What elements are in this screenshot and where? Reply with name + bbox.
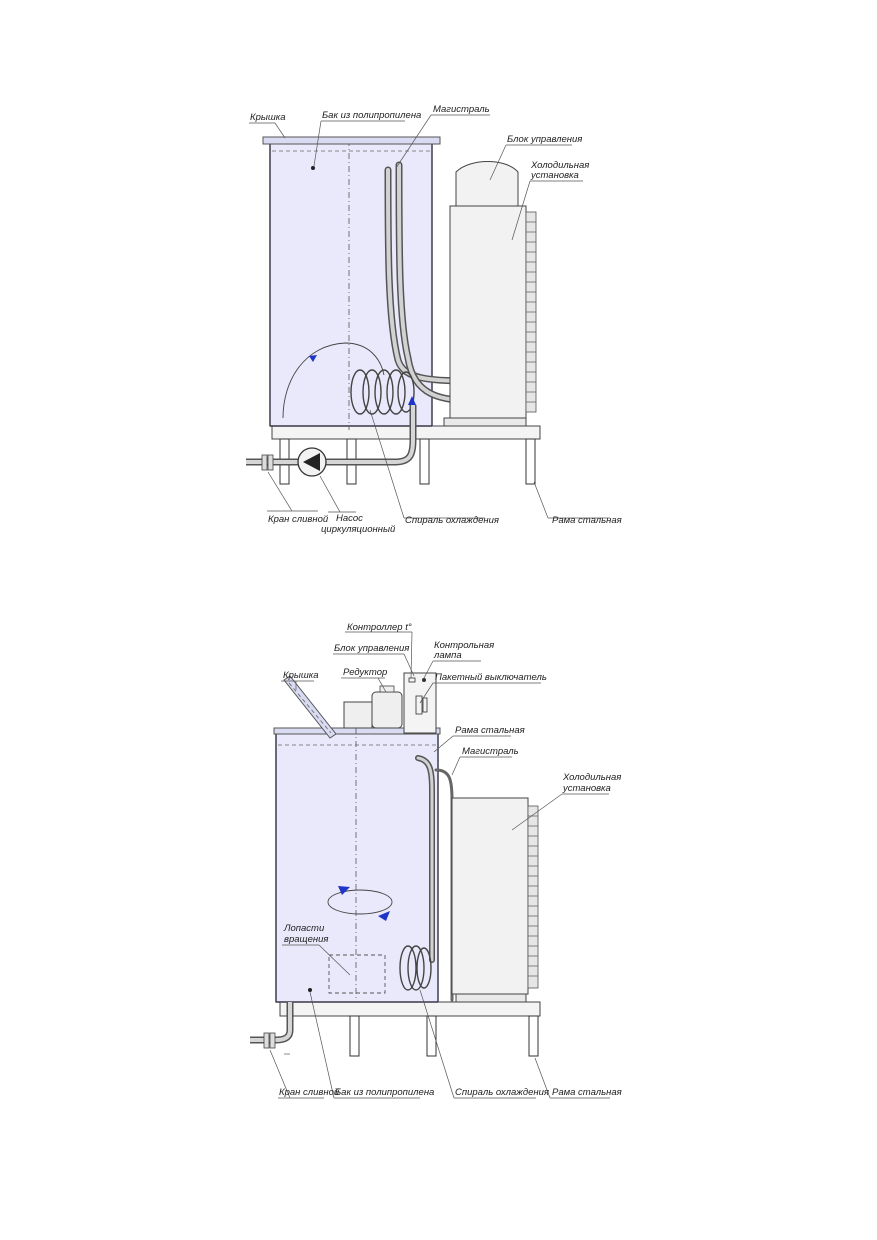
cooling-unit-1 — [443, 161, 537, 427]
label-tank-2: Бак из полипропилена — [335, 1087, 434, 1098]
leader-lines-1 — [249, 114, 610, 519]
label-control-unit-2: Блок управления — [334, 643, 409, 654]
diagram-1: Крышка Бак из полипропилена Магистраль Б… — [246, 104, 622, 535]
label-lid-1: Крышка — [250, 112, 286, 123]
label-blades-2b: вращения — [284, 934, 328, 945]
label-main-line-1: Магистраль — [433, 104, 490, 115]
label-lid-2: Крышка — [283, 670, 319, 681]
reducer-2 — [343, 685, 403, 729]
label-control-unit-1: Блок управления — [507, 134, 582, 145]
tank-2 — [273, 715, 441, 1003]
label-steel-frame-2: Рама стальная — [552, 1087, 622, 1098]
label-cooling-coil-2: Спираль охлаждения — [455, 1087, 549, 1098]
flow-arrow-1 — [309, 355, 317, 362]
label-pump-1b: циркуляционный — [321, 524, 396, 535]
lid-2 — [283, 675, 337, 739]
label-drain-valve-1: Кран сливной — [268, 514, 329, 525]
cooling-fins-1 — [526, 221, 536, 403]
label-cooling-coil-1: Спираль охлаждения — [405, 515, 499, 526]
label-cooling-unit-2a: Холодильная — [562, 772, 621, 783]
cooling-coil-1 — [350, 369, 415, 415]
tank-1 — [269, 140, 433, 430]
label-cooling-unit-2b: установка — [562, 783, 611, 794]
cooling-unit-2 — [451, 797, 539, 1003]
label-steel-frame-1: Рама стальная — [552, 515, 622, 526]
label-cooling-unit-1b: установка — [530, 170, 579, 181]
drain-line-1 — [246, 405, 417, 477]
label-reducer-2: Редуктор — [343, 667, 387, 678]
leader-lines-2 — [269, 631, 610, 1099]
rotation-arc-2 — [327, 886, 393, 921]
coil-arrow-1 — [408, 396, 416, 405]
diagram-2: Контроллер t° Блок управления Контрольна… — [250, 622, 622, 1099]
label-blades-2a: Лопасти — [283, 923, 325, 934]
label-drain-valve-2: Кран сливной — [279, 1087, 340, 1098]
drain-valve-2 — [250, 1002, 294, 1055]
label-tank-1: Бак из полипропилена — [322, 110, 421, 121]
main-line-pipes-1 — [384, 161, 484, 405]
label-controller-2: Контроллер t° — [347, 622, 412, 633]
label-control-lamp-2a: Контрольная — [434, 640, 494, 651]
pump-arrow-icon — [303, 453, 320, 471]
flow-arc-1 — [282, 342, 385, 419]
label-main-line-2: Магистраль — [462, 746, 519, 757]
label-cooling-unit-1a: Холодильная — [530, 160, 589, 171]
cooling-coil-2 — [399, 945, 432, 991]
label-steel-frame-top-2: Рама стальная — [455, 725, 525, 736]
label-packet-switch-2: Пакетный выключатель — [435, 672, 547, 683]
label-pump-1a: Насос — [336, 513, 363, 524]
lid-1 — [262, 136, 441, 145]
blades-2 — [328, 954, 386, 994]
label-control-lamp-2b: лампа — [433, 650, 462, 661]
